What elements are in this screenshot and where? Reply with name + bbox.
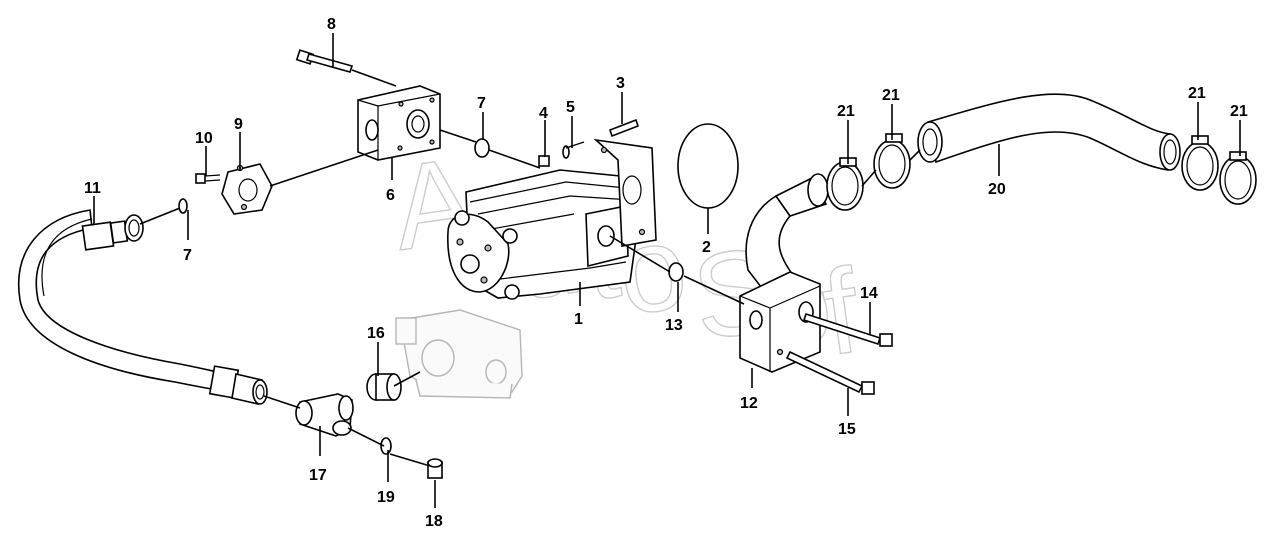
label-21-d: 21 [1230,103,1248,120]
clamp-21-b [873,133,911,189]
label-8: 8 [327,16,336,33]
clamp-21-c [1181,135,1219,191]
plug-18 [427,458,443,479]
label-1: 1 [574,311,583,328]
bolt-10 [195,173,221,184]
label-3: 3 [616,75,625,92]
hose-11 [17,209,268,405]
label-15: 15 [838,421,856,438]
bolt-15 [785,350,875,395]
label-7-left: 7 [183,247,192,264]
leader-lines [93,33,1241,508]
label-14: 14 [860,285,878,302]
bolt-3 [608,118,640,138]
flange-9 [221,163,273,215]
label-2: 2 [702,239,711,256]
label-10: 10 [195,130,213,147]
gear-pump-1 [447,138,657,300]
fitting-16 [366,373,402,401]
elbow-hose [745,173,829,297]
label-7-top: 7 [477,95,486,112]
washer-5 [562,141,585,159]
label-19: 19 [377,489,395,506]
o-ring-13 [668,262,684,282]
label-20: 20 [988,181,1006,198]
label-6: 6 [386,187,395,204]
label-13: 13 [665,317,683,334]
hose-20 [917,93,1181,171]
label-12: 12 [740,395,758,412]
label-21-a: 21 [837,103,855,120]
label-18: 18 [425,513,443,530]
clamp-21-a [826,157,864,211]
label-21-b: 21 [882,87,900,104]
label-21-c: 21 [1188,85,1206,102]
label-17: 17 [309,467,327,484]
nut-4 [538,155,550,167]
label-9: 9 [234,116,243,133]
label-16: 16 [367,325,385,342]
valve-block-ghost [395,309,523,399]
label-11: 11 [84,180,101,197]
label-4: 4 [539,105,548,122]
label-5: 5 [566,99,575,116]
bolt-8 [295,49,354,73]
flange-block-6 [357,85,441,161]
o-ring-7-left [178,198,188,214]
clamp-21-d [1219,151,1257,205]
elbow-fitting-17 [295,393,354,437]
bolt-14 [802,312,893,347]
o-ring-2 [677,123,739,209]
callout-labels: 8 7 3 4 5 9 10 6 11 7 2 1 13 16 17 19 18… [84,16,1248,530]
o-ring-7-top [474,138,490,158]
